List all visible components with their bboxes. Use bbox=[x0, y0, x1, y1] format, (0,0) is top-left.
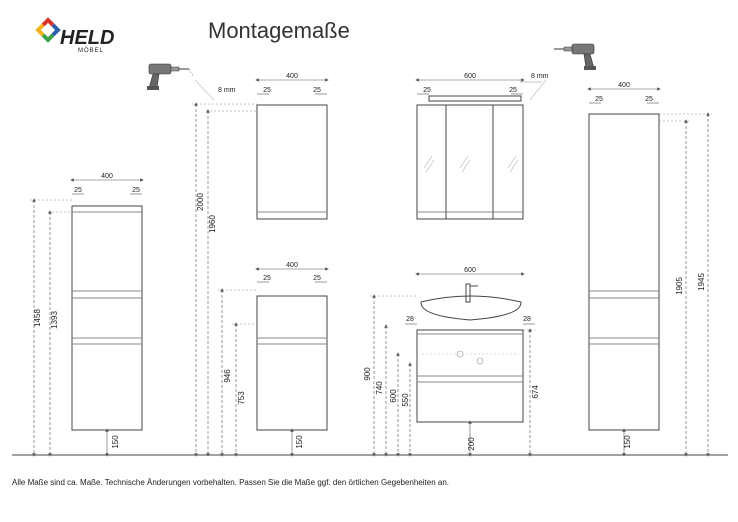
cab1-width-label: 400 bbox=[101, 173, 113, 180]
cabinet-1-dimensions: 400 25 25 1458 1393 150 bbox=[30, 173, 144, 457]
cab2low-inset-left-label: 25 bbox=[263, 275, 271, 282]
tall-cabinet-body bbox=[588, 113, 660, 431]
mirror-width-label: 600 bbox=[464, 73, 476, 80]
vanity-side-right-label: 28 bbox=[523, 316, 531, 323]
cab1-floor-gap-label: 150 bbox=[111, 435, 120, 449]
tall-cabinet-dimensions: 400 25 25 1905 1945 150 bbox=[587, 82, 712, 457]
cabinet-2-wall-dimensions: 400 25 25 8 mm 2000 1960 bbox=[192, 73, 329, 457]
cab2wall-width-label: 400 bbox=[286, 73, 298, 80]
tall-cabinet bbox=[588, 113, 660, 431]
drill-icon bbox=[147, 63, 194, 90]
vanity-h674-label: 674 bbox=[531, 385, 540, 399]
cab2wall-offset-label: 8 mm bbox=[218, 87, 236, 94]
tall-floor-gap-label: 150 bbox=[623, 435, 632, 449]
cab2wall-inset-right-label: 25 bbox=[313, 87, 321, 94]
cab1-inset-left-label: 25 bbox=[74, 187, 82, 194]
cab2low-inset-right-label: 25 bbox=[313, 275, 321, 282]
cab1-inset-right-label: 25 bbox=[132, 187, 140, 194]
vanity-h600-label: 600 bbox=[389, 389, 398, 403]
cab2low-upper-height-label: 753 bbox=[237, 391, 246, 405]
cabinet-1-body bbox=[71, 205, 143, 431]
cab2wall-inner-height-label: 1960 bbox=[208, 215, 217, 233]
brand-subname: MÖBEL bbox=[78, 47, 104, 54]
drain-icon bbox=[456, 350, 464, 358]
vanity-dimensions: 600 28 28 900 740 600 550 674 200 bbox=[363, 267, 540, 457]
vanity-width-label: 600 bbox=[464, 267, 476, 274]
disclaimer-text: Alle Maße sind ca. Maße. Technische Ände… bbox=[12, 478, 450, 487]
tall-inset-left-label: 25 bbox=[595, 96, 603, 103]
cab2low-width-label: 400 bbox=[286, 262, 298, 269]
cab2wall-inset-left-label: 25 bbox=[263, 87, 271, 94]
mirror-inset-right-label: 25 bbox=[509, 87, 517, 94]
vanity-side-left-label: 28 bbox=[406, 316, 414, 323]
mirror-reflection-marks bbox=[423, 155, 519, 173]
tall-h1905-label: 1905 bbox=[675, 277, 684, 295]
vanity-h900-label: 900 bbox=[363, 367, 372, 381]
brand-logo: HELD MÖBEL bbox=[35, 17, 114, 54]
tall-width-label: 400 bbox=[618, 82, 630, 89]
cabinet-2-wall-body bbox=[256, 104, 328, 220]
mirror-body bbox=[416, 104, 524, 220]
tall-inset-right-label: 25 bbox=[645, 96, 653, 103]
mirror-cabinet bbox=[416, 95, 524, 220]
drill-icon-right bbox=[554, 43, 596, 70]
cabinet-1 bbox=[71, 205, 143, 431]
vanity-basin bbox=[420, 295, 522, 321]
vanity-floor-gap-label: 200 bbox=[467, 437, 476, 451]
cab1-total-height-label: 1458 bbox=[33, 309, 42, 327]
vanity-unit bbox=[416, 283, 524, 423]
vanity-h740-label: 740 bbox=[375, 381, 384, 395]
vanity-faucet-icon bbox=[465, 283, 471, 303]
cabinet-2-wall bbox=[256, 104, 328, 220]
mirror-offset-label: 8 mm bbox=[531, 73, 549, 80]
cabinet-2-low bbox=[256, 295, 328, 431]
cabinet-2-low-body bbox=[256, 295, 328, 431]
page-title: Montagemaße bbox=[208, 18, 350, 43]
cab2low-floor-gap-label: 150 bbox=[295, 435, 304, 449]
cab1-upper-height-label: 1393 bbox=[50, 311, 59, 329]
logo-mark-icon bbox=[35, 17, 61, 43]
mirror-inset-left-label: 25 bbox=[423, 87, 431, 94]
mirror-dimensions: 600 25 25 8 mm bbox=[415, 73, 549, 95]
mirror-light-bar bbox=[428, 95, 522, 102]
tall-h1945-label: 1945 bbox=[697, 273, 706, 291]
cabinet-2-low-dimensions: 400 25 25 946 753 150 bbox=[218, 262, 329, 457]
vanity-h550-label: 550 bbox=[401, 393, 410, 407]
brand-name: HELD bbox=[60, 27, 114, 49]
cab2low-total-height-label: 946 bbox=[223, 369, 232, 383]
cab2wall-top-height-label: 2000 bbox=[196, 193, 205, 211]
